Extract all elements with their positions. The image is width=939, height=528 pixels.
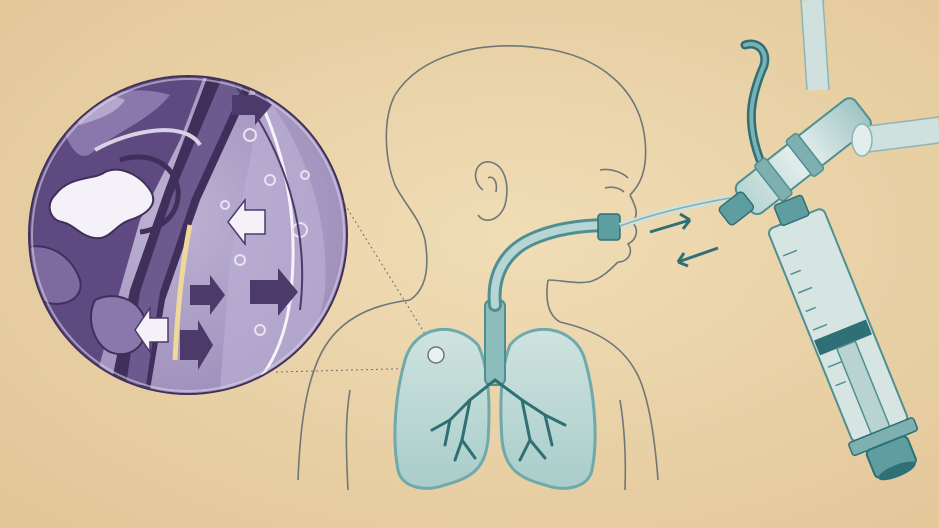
trachea	[485, 300, 505, 385]
alveolus-marker	[428, 347, 444, 363]
vent-tube-upper	[812, 0, 818, 90]
lung-right	[501, 329, 595, 488]
vent-tube-opening	[852, 124, 872, 156]
tube-connector	[598, 214, 620, 240]
